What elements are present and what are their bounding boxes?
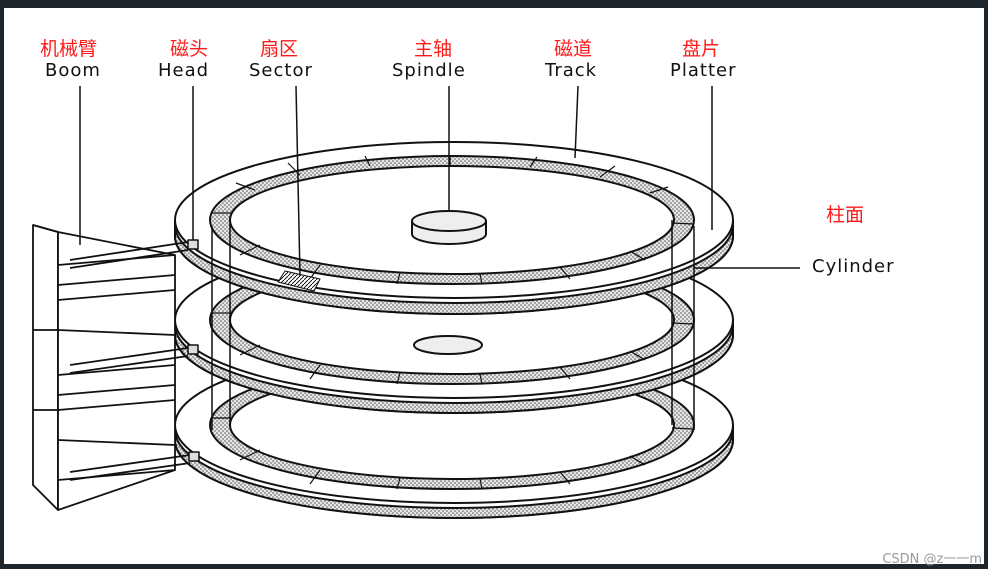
boom-assembly [32, 224, 176, 511]
sector-label-cn: 扇区 [260, 38, 299, 60]
watermark: CSDN @z一一m [882, 552, 982, 567]
head-icon [187, 239, 200, 462]
spindle-label-en: Spindle [392, 60, 466, 81]
sector-label-en: Sector [249, 60, 313, 81]
track-segments-1 [212, 155, 694, 285]
track-segments-3 [212, 417, 694, 490]
platter-label-en: Platter [670, 60, 737, 81]
track-segments-2 [212, 312, 694, 385]
platter-1 [174, 141, 734, 315]
cylinder-label-cn: 柱面 [826, 204, 865, 226]
cylinder-label-en: Cylinder [812, 256, 895, 277]
head-label-en: Head [158, 60, 210, 81]
spindle [411, 210, 487, 245]
platter-label-cn: 盘片 [682, 38, 721, 60]
arms [69, 241, 191, 481]
cylinder-lines [211, 220, 695, 430]
sector-highlight [277, 270, 321, 292]
head-label-cn: 磁头 [170, 38, 209, 60]
track-label-en: Track [545, 60, 598, 81]
track-label-cn: 磁道 [554, 38, 593, 60]
boom-label-en: Boom [45, 60, 101, 81]
spindle-label-cn: 主轴 [414, 38, 453, 60]
platter-2 [174, 241, 734, 414]
leader-lines [79, 85, 800, 277]
boom-label-cn: 机械臂 [40, 38, 98, 60]
